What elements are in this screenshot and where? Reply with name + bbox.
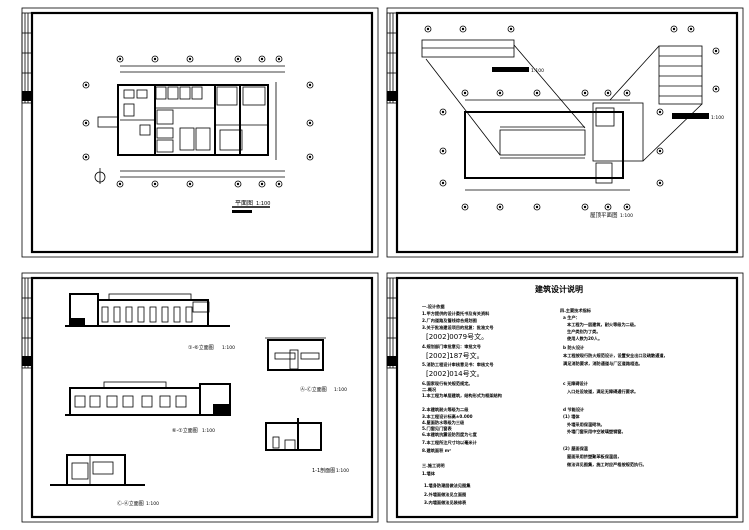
note-line: 使用人数为20人。 xyxy=(566,335,602,342)
sheet-roof-plan: 1:100 1:100 屋顶平面图 1:100 xyxy=(386,7,744,258)
note-line: 7.本工程所注尺寸均以毫米计 xyxy=(422,439,478,446)
note-line: 4.规划部门审批意见：审批文号 xyxy=(422,343,481,350)
note-line: 本工程按现行防火规范设计，设置安全出口及疏散通道， xyxy=(562,352,668,359)
roof-plan-drawing xyxy=(421,25,720,211)
elevation-4 xyxy=(50,454,145,486)
note-line: 1.甲方提供的设计委托书及有关资料 xyxy=(422,310,490,317)
elevation-1-scale: 1:100 xyxy=(222,345,235,351)
note-line: a 生产： xyxy=(563,314,580,321)
elevation-2 xyxy=(265,337,326,371)
note-line: 4.屋面防水等级为三级 xyxy=(422,419,465,426)
drawing-frame xyxy=(395,11,739,254)
elevation-4-title: Ⓒ-Ⓐ立面图 xyxy=(117,500,144,507)
note-line: [2002]0079号文。 xyxy=(426,332,488,341)
section-title: 1-1剖面图 xyxy=(312,467,335,474)
note-line: 满足消防要求，消防通道与厂区道路相连。 xyxy=(562,360,643,367)
note-line: [2002]187号文。 xyxy=(426,351,484,360)
note-line: 2.本建筑耐火等级为二级 xyxy=(422,406,469,413)
note-line: 1.本工程为单层建筑，结构形式为框架结构 xyxy=(422,392,502,399)
note-line: (1) 墙体 xyxy=(563,413,580,420)
sheet-border xyxy=(386,7,744,258)
note-line: 3.本工程设计标高±0.000 xyxy=(422,413,473,420)
section-scale: 1:100 xyxy=(336,468,349,474)
note-line: 8.建筑面积 m² xyxy=(422,447,451,454)
title-block-strip xyxy=(386,12,398,104)
note-line: 1.墙身防潮层做法见图集 xyxy=(424,482,471,489)
note-line: 2.厂内道路及管线综合规划图 xyxy=(422,317,477,324)
notes-left-column: 一.设计依据 1.甲方提供的设计委托书及有关资料 2.厂内道路及管线综合规划图 … xyxy=(422,303,502,506)
note-line: [2002]014号文。 xyxy=(426,369,484,378)
note-line: c 无障碍设计 xyxy=(563,380,589,387)
notes-right-column: 四.主要技术指标 a 生产： 本工程为一层建筑，耐火等级为二级。 生产类别为丁类… xyxy=(560,307,668,468)
elevation-1-title: ①-⑥立面图 xyxy=(188,344,214,351)
note-line: 二.概况 xyxy=(422,386,437,393)
sheet-border xyxy=(21,272,379,523)
note-line: 生产类别为丁类。 xyxy=(567,328,601,335)
note-line: 一.设计依据 xyxy=(422,303,445,310)
roof-plan-title: 屋顶平面图 xyxy=(590,211,618,219)
drawing-frame xyxy=(30,276,374,519)
roof-detail2-scale: 1:100 xyxy=(711,115,724,121)
note-line: d 节能设计 xyxy=(563,406,585,413)
sheet-border xyxy=(21,7,379,258)
elevation-2-title: Ⓐ-Ⓒ立面图 xyxy=(300,386,327,393)
note-line: (2) 屋面保温 xyxy=(563,445,589,452)
floor-plan-title: 平面图 xyxy=(235,200,253,207)
note-line: b 防火设计 xyxy=(563,344,585,351)
sheet-elevations: ①-⑥立面图 1:100 Ⓐ-Ⓒ立面图 1:100 ⑥-①立面图 1:100 1… xyxy=(21,272,379,523)
note-line: 6.本建筑抗震设防烈度为七度 xyxy=(422,431,478,438)
note-line: 屋面采用挤塑聚苯板保温层， xyxy=(567,453,621,460)
elevation-3 xyxy=(65,381,231,416)
sheet-floor-plan: 平面图 1:100 xyxy=(21,7,379,258)
section-1-1 xyxy=(265,418,322,451)
sheet-design-notes: 建筑设计说明 一.设计依据 1.甲方提供的设计委托书及有关资料 2.厂内道路及管… xyxy=(386,272,744,523)
elevation-4-scale: 1:100 xyxy=(146,501,159,507)
elevation-3-scale: 1:100 xyxy=(202,428,215,434)
note-line: 5.门窗见门窗表 xyxy=(422,425,452,432)
elevation-2-scale: 1:100 xyxy=(334,387,347,393)
elevation-3-title: ⑥-①立面图 xyxy=(172,427,198,434)
note-line: 2.外墙面做法见立面图 xyxy=(424,491,466,498)
drawing-frame xyxy=(30,11,374,254)
note-line: 外墙采用保温砌块。 xyxy=(567,421,605,428)
note-line: 本工程为一层建筑，耐火等级为二级。 xyxy=(566,321,638,328)
note-line: 1.墙体 xyxy=(422,470,436,477)
sheet-border xyxy=(386,272,744,523)
floor-plan-scale: 1:100 xyxy=(256,201,270,207)
note-line: 做法详见图集，施工时应严格按规范执行。 xyxy=(566,461,647,468)
note-line: 三.施工说明 xyxy=(422,462,445,469)
note-line: 5.消防工程设计审核意见书：审核文号 xyxy=(422,361,494,368)
note-line: 外墙门窗采用中空玻璃塑钢窗。 xyxy=(567,428,626,435)
title-block-strip xyxy=(21,12,33,104)
drawing-frame xyxy=(395,276,739,519)
elevation-1 xyxy=(65,293,230,327)
roof-plan-scale: 1:100 xyxy=(620,213,633,219)
note-line: 入口处设坡道，满足无障碍通行要求。 xyxy=(566,388,638,395)
roof-detail1-scale: 1:100 xyxy=(531,68,544,74)
title-block-strip xyxy=(386,277,398,369)
note-line: 6.国家现行有关规范规定。 xyxy=(422,380,473,387)
note-line: 四.主要技术指标 xyxy=(560,307,592,314)
notes-title: 建筑设计说明 xyxy=(534,284,583,294)
floor-plan-drawing xyxy=(82,55,314,188)
note-line: 3.内墙面做法见装修表 xyxy=(424,499,467,506)
title-block-strip xyxy=(21,277,33,369)
note-line: 3.关于批准建设项目的批复：批准文号 xyxy=(422,324,494,331)
